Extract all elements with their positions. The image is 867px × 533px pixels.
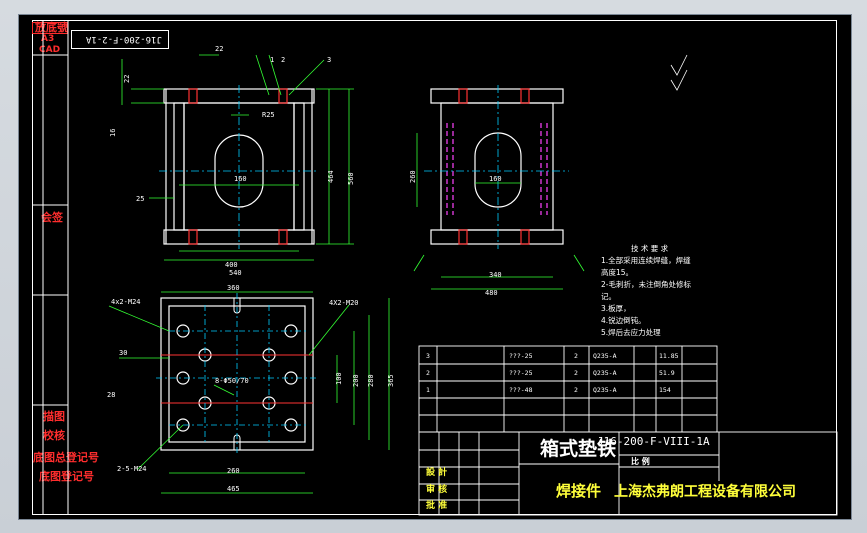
svg-text:???-48: ???-48: [509, 386, 533, 394]
balloon: 3: [327, 56, 331, 64]
notes-line: 3.板厚，: [601, 304, 631, 313]
sign-row: 审 核: [426, 485, 448, 495]
sidebar-cad-label: CAD: [39, 45, 61, 55]
drawing-frame: [32, 20, 837, 515]
svg-text:260: 260: [409, 170, 417, 183]
tol-label: 22: [215, 45, 223, 53]
svg-text:???-25: ???-25: [509, 352, 533, 360]
svg-text:365: 365: [387, 374, 395, 387]
svg-text:Q235-A: Q235-A: [593, 352, 617, 360]
svg-text:200: 200: [352, 374, 360, 387]
scale-label: 比 例: [631, 457, 650, 466]
balloon: 2: [281, 56, 285, 64]
svg-text:16: 16: [109, 129, 117, 137]
dim-side-slot: 160: [489, 175, 502, 183]
drawing-canvas: 160 400 540 25 R25 160 340 480 360 260 4…: [32, 20, 838, 516]
svg-text:3: 3: [426, 352, 430, 360]
notes-line: 5.焊后去应力处理: [601, 328, 661, 337]
notes-line: 记。: [601, 292, 616, 301]
dim-left-25: 25: [136, 195, 144, 203]
svg-text:2: 2: [574, 352, 578, 360]
dim-front-width: 540: [229, 269, 242, 277]
svg-text:11.85: 11.85: [659, 352, 679, 360]
hole-label: 8-Φ50/70: [215, 377, 249, 385]
notes-line: 2-毛刺折，未注倒角处修标: [601, 280, 691, 289]
dim-front-inner: 400: [225, 261, 238, 269]
part-title: 箱式垫铁: [540, 438, 617, 460]
notes-line: 4.锐边倒钝。: [601, 316, 646, 325]
sidebar-mid-label: 会签: [41, 211, 63, 224]
svg-text:280: 280: [367, 374, 375, 387]
sidebar-bottom-label: 校核: [43, 429, 65, 442]
sidebar-bottom-label: 底图总登记号: [33, 451, 99, 464]
sidebar-bottom-label: 描图: [43, 410, 65, 423]
dim-plan-bottom: 465: [227, 485, 240, 493]
dim-front-slot: 160: [234, 175, 247, 183]
sidebar-bottom-label: 底图登记号: [39, 470, 94, 483]
svg-text:2: 2: [574, 369, 578, 377]
svg-text:560: 560: [347, 172, 355, 185]
drawing-number: J16-200-F-VIII-1A: [597, 435, 710, 448]
svg-text:2: 2: [574, 386, 578, 394]
side-view: [430, 88, 564, 245]
hole-label: 4X2-M20: [329, 299, 359, 307]
svg-text:Q235-A: Q235-A: [593, 369, 617, 377]
svg-text:464: 464: [327, 170, 335, 183]
bom-table: [418, 345, 718, 433]
svg-text:Q235-A: Q235-A: [593, 386, 617, 394]
sign-row: 批 准: [426, 501, 448, 511]
company-name: 上海杰弗朗工程设备有限公司: [614, 484, 796, 500]
svg-text:???-25: ???-25: [509, 369, 533, 377]
dim-radius: R25: [262, 111, 275, 119]
dim-plan-30: 30: [119, 349, 127, 357]
svg-text:2: 2: [426, 369, 430, 377]
dim-side-inner: 340: [489, 271, 502, 279]
dim-plan-top: 360: [227, 284, 240, 292]
svg-text:1: 1: [426, 386, 430, 394]
svg-text:100: 100: [335, 372, 343, 385]
sidebar-size-label: A3: [41, 34, 55, 44]
corner-code-box: J16-200-F-2-1A: [71, 30, 169, 49]
svg-text:22: 22: [123, 75, 131, 83]
notes-line: 1.全部采用连续焊缝，焊缝: [601, 256, 691, 265]
dim-side-width: 480: [485, 289, 498, 297]
balloon: 1: [270, 56, 274, 64]
notes-line: 高度15。: [601, 268, 634, 277]
dim-plan-28: 28: [107, 391, 115, 399]
cad-viewport[interactable]: 放底號 A3 CAD 会签 描图 校核 底图总登记号 底图登记号 J16-200…: [18, 14, 852, 520]
dim-plan-inner: 260: [227, 467, 240, 475]
part-subtype: 焊接件: [556, 482, 602, 500]
hole-label: 4x2-M24: [111, 298, 141, 306]
hole-label: 2-5-M24: [117, 465, 147, 473]
notes-title: 技 术 要 求: [631, 244, 669, 253]
svg-text:154: 154: [659, 386, 671, 394]
technical-notes: 技 术 要 求 1.全部采用连续焊缝，焊缝 高度15。 2-毛刺折，未注倒角处修…: [601, 243, 729, 339]
sign-row: 設 計: [426, 468, 448, 478]
title-block: [418, 431, 838, 516]
svg-text:51.9: 51.9: [659, 369, 675, 377]
